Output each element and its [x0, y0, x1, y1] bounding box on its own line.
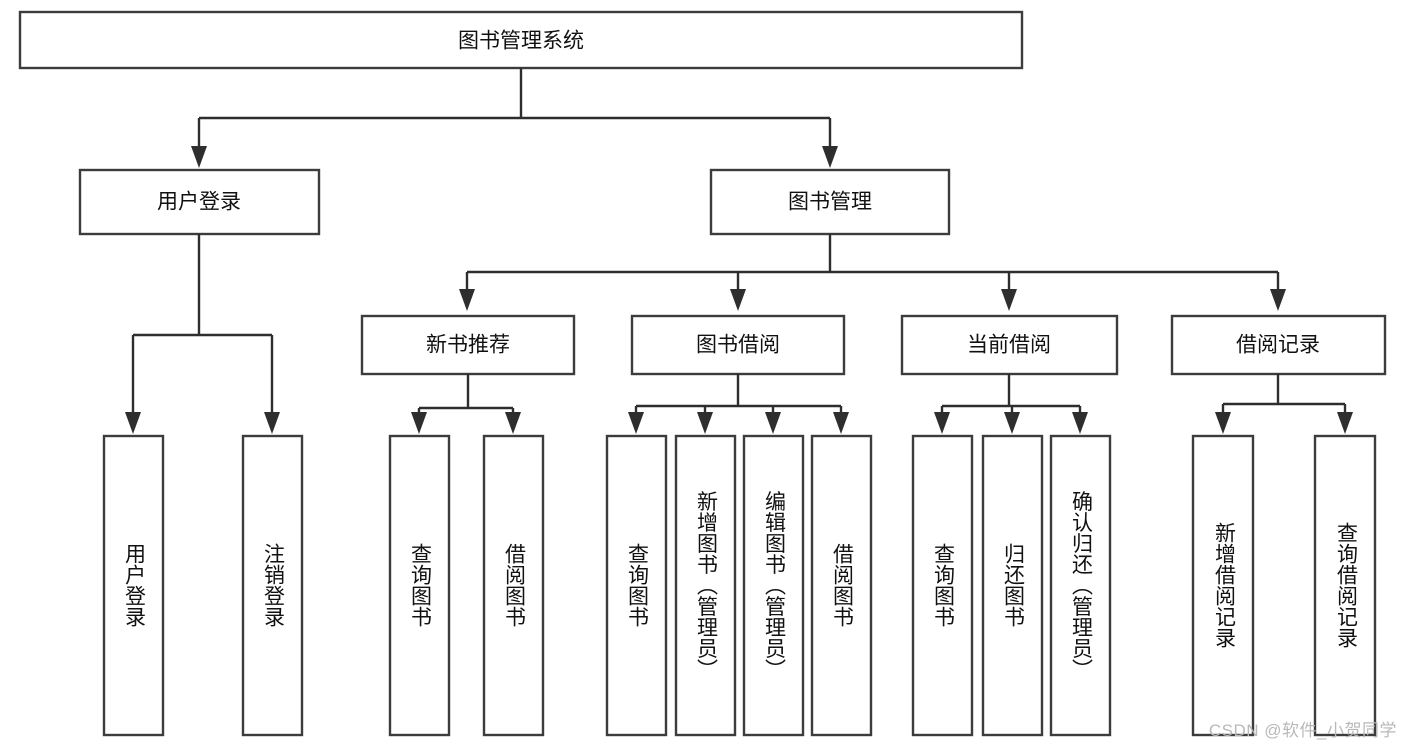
leaf-query-book-3[interactable]: 查询图书 [911, 434, 974, 737]
leaf-confirm-return-box [1049, 434, 1112, 737]
connector-root-to-level2 [191, 68, 838, 168]
node-current-borrow-box [900, 314, 1119, 376]
leaf-query-record-label: 查询借阅记录 [1334, 522, 1358, 648]
leaf-user-login-box [102, 434, 165, 737]
leaf-query-record-box [1313, 434, 1377, 737]
leaf-edit-book[interactable]: 编辑图书（管理员） [742, 434, 805, 737]
leaf-borrow-book-2[interactable]: 借阅图书 [810, 434, 873, 737]
connector-book-borrow-to-leaves [628, 374, 849, 434]
node-book-manage-label: 图书管理 [788, 191, 872, 214]
leaf-return-book[interactable]: 归还图书 [981, 434, 1044, 737]
leaf-query-record[interactable]: 查询借阅记录 [1313, 434, 1377, 737]
node-new-book-rec[interactable]: 新书推荐 [360, 314, 576, 376]
connector-current-borrow-to-leaves [934, 374, 1088, 434]
leaf-borrow-book-1-label: 借阅图书 [502, 543, 526, 627]
leaf-edit-book-label: 编辑图书（管理员） [762, 491, 786, 680]
connector-user-login-to-leaves [125, 234, 280, 434]
node-user-login-label: 用户登录 [157, 191, 241, 214]
leaf-query-book-1-label: 查询图书 [408, 543, 432, 627]
leaf-confirm-return-label: 确认归还（管理员） [1069, 491, 1093, 680]
leaf-return-book-box [981, 434, 1044, 737]
leaf-query-book-2-box [605, 434, 668, 737]
leaf-query-book-3-label: 查询图书 [931, 543, 955, 627]
node-user-login-box [78, 168, 321, 236]
leaf-logout-label: 注销登录 [261, 543, 285, 627]
node-root-box [18, 10, 1024, 70]
leaf-borrow-book-1[interactable]: 借阅图书 [482, 434, 545, 737]
leaf-add-book-label: 新增图书（管理员） [694, 491, 718, 680]
node-user-login[interactable]: 用户登录 [78, 168, 321, 236]
leaf-edit-book-box [742, 434, 805, 737]
leaf-add-record-box [1191, 434, 1255, 737]
node-root[interactable]: 图书管理系统 [18, 10, 1024, 70]
connector-new-book-rec-to-leaves [411, 374, 521, 434]
connector-borrow-record-to-leaves [1215, 374, 1353, 434]
node-book-borrow[interactable]: 图书借阅 [630, 314, 846, 376]
node-current-borrow[interactable]: 当前借阅 [900, 314, 1119, 376]
leaf-confirm-return[interactable]: 确认归还（管理员） [1049, 434, 1112, 737]
leaf-borrow-book-2-label: 借阅图书 [830, 543, 854, 627]
node-book-manage[interactable]: 图书管理 [709, 168, 951, 236]
node-root-label: 图书管理系统 [458, 30, 584, 53]
node-new-book-rec-label: 新书推荐 [426, 334, 510, 357]
leaf-logout-box [241, 434, 304, 737]
leaf-query-book-1[interactable]: 查询图书 [388, 434, 451, 737]
leaf-add-book[interactable]: 新增图书（管理员） [674, 434, 737, 737]
node-new-book-rec-box [360, 314, 576, 376]
node-current-borrow-label: 当前借阅 [967, 334, 1051, 357]
node-book-borrow-label: 图书借阅 [696, 334, 780, 357]
leaf-user-login-label: 用户登录 [122, 543, 146, 627]
leaf-add-book-box [674, 434, 737, 737]
node-borrow-record[interactable]: 借阅记录 [1170, 314, 1387, 376]
leaf-user-login[interactable]: 用户登录 [102, 434, 165, 737]
leaf-query-book-1-box [388, 434, 451, 737]
leaf-borrow-book-2-box [810, 434, 873, 737]
leaf-return-book-label: 归还图书 [1001, 543, 1025, 627]
leaf-borrow-book-1-box [482, 434, 545, 737]
leaf-query-book-2[interactable]: 查询图书 [605, 434, 668, 737]
leaf-add-record[interactable]: 新增借阅记录 [1191, 434, 1255, 737]
csdn-watermark: CSDN @软件_小贺同学 [1208, 721, 1397, 740]
node-borrow-record-label: 借阅记录 [1236, 334, 1320, 357]
leaf-query-book-2-label: 查询图书 [625, 543, 649, 627]
leaf-add-record-label: 新增借阅记录 [1212, 522, 1236, 648]
leaf-query-book-3-box [911, 434, 974, 737]
leaf-logout[interactable]: 注销登录 [241, 434, 304, 737]
connector-book-manage-to-level3 [459, 234, 1286, 311]
